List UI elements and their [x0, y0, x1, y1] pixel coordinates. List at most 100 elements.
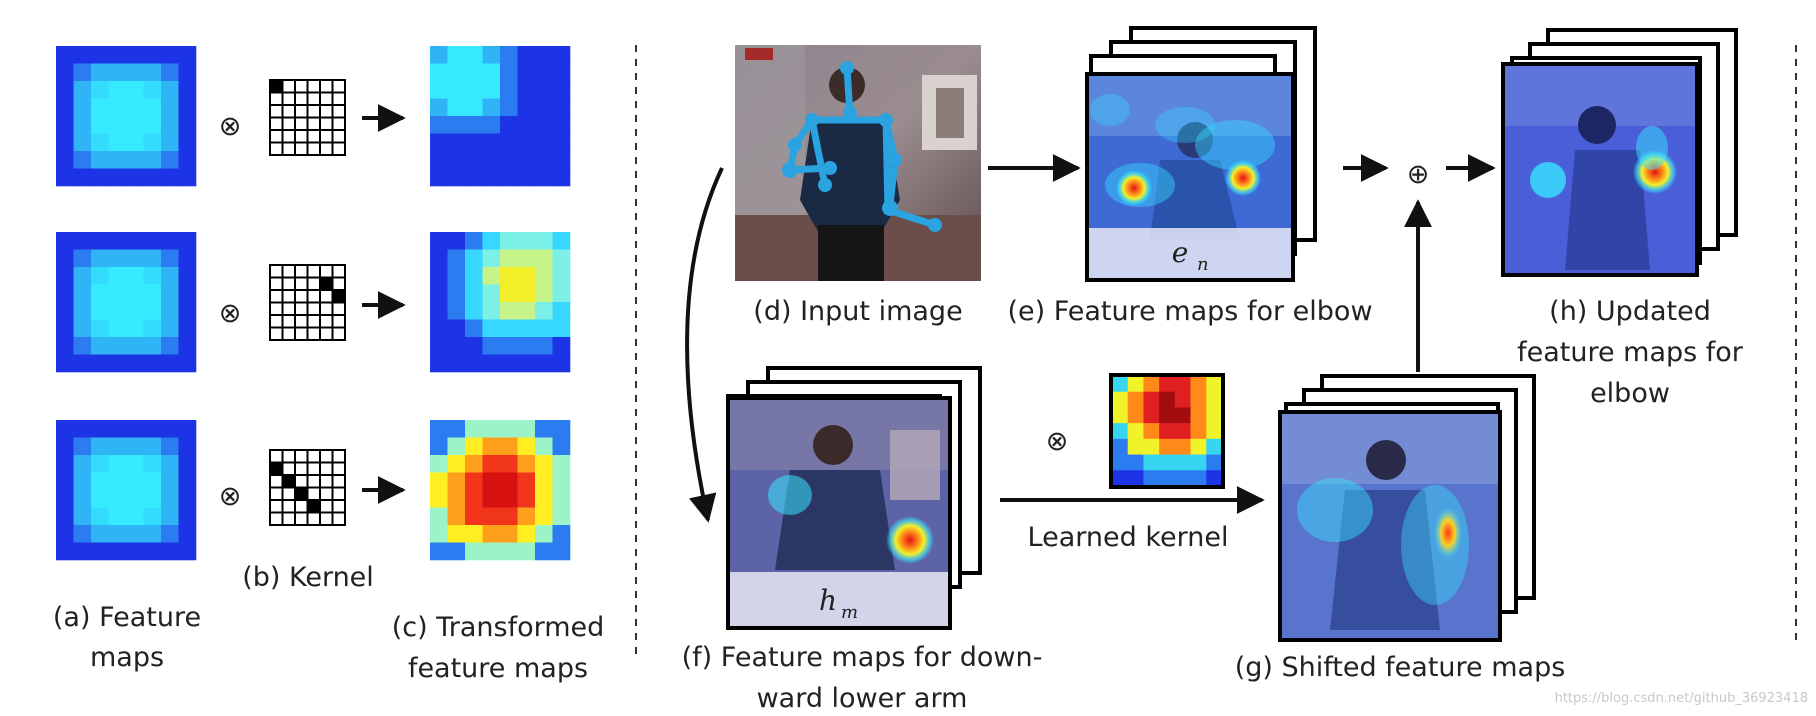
shifted-heat: [1434, 507, 1462, 559]
feature-map-cell: [143, 151, 162, 169]
transformed-cell: [482, 472, 501, 491]
kernel-cell: [294, 449, 309, 464]
transformed-cell: [500, 284, 518, 303]
kernel-cell: [281, 129, 296, 144]
learned-kernel-cell: [1206, 407, 1223, 424]
feature-map-cell: [178, 151, 197, 169]
learned-kernel-cell: [1190, 454, 1207, 471]
feature-map-cell: [56, 507, 74, 526]
kernel-cell: [331, 499, 346, 514]
transformed-cell: [430, 63, 448, 82]
transformed-cell: [517, 133, 536, 152]
kernel-cell: [269, 499, 284, 514]
kernel-cell: [319, 314, 334, 329]
feature-map-cell: [161, 232, 179, 250]
transformed-cell: [535, 455, 553, 473]
feature-map-cell: [91, 490, 109, 508]
transformed-cell: [535, 46, 553, 64]
transformed-cell: [430, 354, 448, 373]
transformed-cell: [552, 46, 571, 64]
feature-map-cell: [178, 354, 197, 373]
feature-map-cell: [108, 63, 127, 82]
feature-map-cell: [161, 63, 179, 82]
caption-e: (e) Feature maps for elbow: [1007, 296, 1372, 327]
kernel-cell: [281, 276, 296, 291]
transformed-cell: [430, 437, 448, 456]
transformed-cell: [535, 63, 553, 82]
kernel-cell: [281, 449, 296, 464]
kernel-cell: [306, 289, 321, 304]
transformed-cell: [447, 542, 466, 561]
transformed-cell: [535, 542, 553, 561]
kernel-cell: [331, 486, 346, 501]
learned-kernel-cell: [1174, 407, 1191, 424]
feature-map-cell: [73, 249, 92, 268]
kernel-cell: [306, 129, 321, 144]
caption-h-line2: feature maps for: [1517, 337, 1744, 368]
feature-map-cell: [161, 168, 179, 187]
learned-kernel-cell: [1174, 423, 1191, 440]
transformed-cell: [482, 232, 501, 250]
transformed-cell: [517, 116, 536, 134]
learned-kernel-cell: [1143, 438, 1160, 455]
feature-map-cell: [143, 81, 162, 99]
transformed-cell: [447, 168, 466, 187]
feature-map-cell: [126, 525, 144, 543]
feature-map-cell: [126, 249, 144, 268]
transformed-cell: [447, 284, 466, 303]
feature-map-cell: [143, 525, 162, 543]
feature-map-cell: [161, 267, 179, 285]
watermark: https://blog.csdn.net/github_36923418: [1555, 691, 1808, 706]
feature-map-cell: [108, 151, 127, 169]
feature-map-cell: [91, 133, 109, 152]
feature-map-cell: [108, 337, 127, 355]
transformed-cell: [430, 472, 448, 491]
feature-map-cell: [56, 455, 74, 473]
transformed-cell: [447, 232, 466, 250]
feature-map-cell: [126, 284, 144, 303]
caption-a-line2: maps: [90, 642, 164, 673]
feature-map-cell: [126, 337, 144, 355]
transformed-cell: [535, 133, 553, 152]
kernel-active-cell: [269, 79, 284, 94]
feature-map-cell: [161, 98, 179, 117]
kernel-cell: [306, 116, 321, 131]
kernel-cell: [281, 301, 296, 316]
transformed-cell: [552, 319, 571, 338]
transformed-cell: [500, 337, 518, 355]
kernel-cell: [331, 449, 346, 464]
feature-map-cell: [91, 267, 109, 285]
transformed-cell: [430, 133, 448, 152]
feature-map-cell: [91, 81, 109, 99]
transformed-cell: [517, 81, 536, 99]
learned-kernel-cell: [1159, 376, 1176, 393]
math-e-sub: n: [1197, 254, 1209, 275]
transformed-cell: [535, 507, 553, 526]
transformed-cell: [517, 63, 536, 82]
feature-map-cell: [126, 168, 144, 187]
kernel-cell: [294, 276, 309, 291]
learned-kernel-cell: [1159, 438, 1176, 455]
feature-map-cell: [91, 455, 109, 473]
transformed-cell: [535, 420, 553, 438]
feature-map-cell: [108, 133, 127, 152]
kernel-cell: [294, 326, 309, 341]
feature-map-cell: [91, 151, 109, 169]
transformed-cell: [482, 151, 501, 169]
learned-kernel-cell: [1143, 407, 1160, 424]
feature-map-cell: [73, 63, 92, 82]
kernel-cell: [281, 499, 296, 514]
kernel-cell: [269, 276, 284, 291]
transformed-cell: [535, 168, 553, 187]
kernel-cell: [269, 301, 284, 316]
transformed-cell: [482, 81, 501, 99]
feature-map-cell: [126, 490, 144, 508]
feature-map-cell: [108, 249, 127, 268]
caption-a-line1: (a) Feature: [53, 602, 201, 633]
transformed-cell: [465, 46, 483, 64]
kernel-cell: [294, 141, 309, 156]
transformed-cell: [552, 542, 571, 561]
feature-map-cell: [161, 507, 179, 526]
transformed-cell: [552, 249, 571, 268]
learned-kernel-cell: [1159, 454, 1176, 471]
